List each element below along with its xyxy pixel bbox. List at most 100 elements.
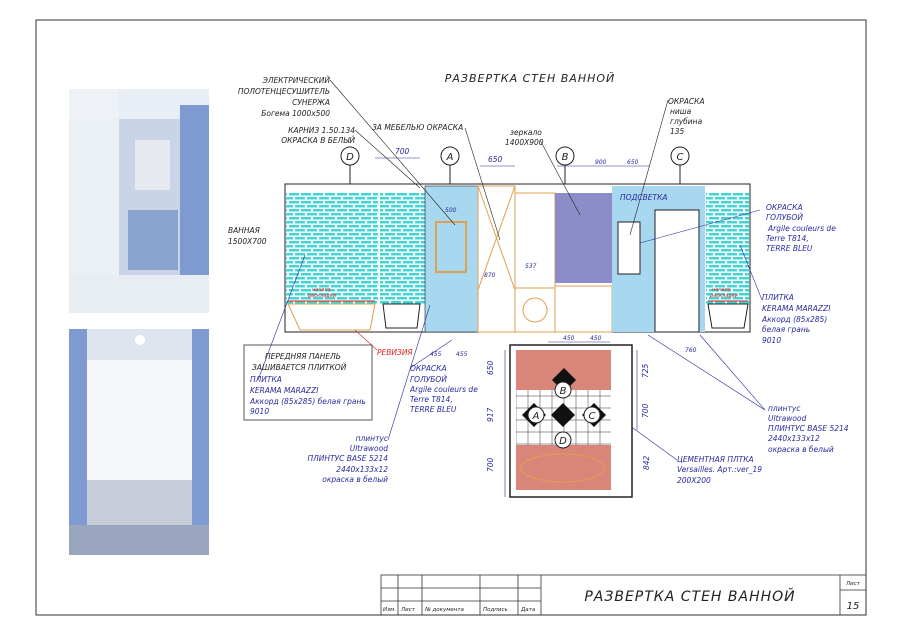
revision-note: РЕВИЗИЯ (377, 348, 413, 357)
backlight-note: ПОДСВЕТКА (620, 193, 668, 202)
note-line: Богема 1000x500 (261, 109, 330, 118)
axis-label-b: B (562, 152, 569, 163)
note-line: Argile couleurs de (409, 385, 478, 394)
note-line: ЗАШИВАЕТСЯ ПЛИТКОЙ (252, 363, 347, 372)
note-line: Ultrawood (350, 444, 389, 453)
plan-dim-917: 917 (486, 407, 495, 422)
leader-lines (329, 79, 669, 241)
note-line: СУНЕРЖА (292, 98, 330, 107)
note-line: Terre T814, (410, 395, 453, 404)
plan-dim-450b: 450 (590, 335, 602, 342)
drawing-title: РАЗВЕРТКА СТЕН ВАННОЙ (445, 72, 616, 85)
col-izm: Изм. (383, 607, 396, 613)
paint-right-note: ОКРАСКА ГОЛУБОЙ Argile couleurs de Terre… (766, 203, 836, 253)
paint-center-note: ОКРАСКА ГОЛУБОЙ Argile couleurs de Terre… (409, 364, 478, 414)
tiling-start-label: раскладки (307, 293, 337, 299)
sheet-number: 15 (847, 601, 860, 612)
note-line: Аккорд (85x285) (761, 315, 827, 324)
note-line: 9010 (762, 336, 781, 345)
col-date: Дата (520, 607, 536, 613)
plan-axis-d: D (559, 436, 567, 447)
behind-furniture-note: ЗА МЕБЕЛЬЮ ОКРАСКА (372, 123, 463, 132)
note-line: Аккорд (85x285) белая грань (249, 397, 366, 406)
tiling-start-label: начало (312, 287, 331, 293)
note-line: ОКРАСКА (410, 364, 447, 373)
dim-500: 500 (445, 207, 457, 214)
plan-axis-c: C (589, 411, 596, 422)
dim-455b: 455 (456, 351, 468, 358)
note-line: ПОЛОТЕНЦЕСУШИТЕЛЬ (238, 87, 330, 96)
note-line: глубина (670, 117, 703, 126)
note-line: ПЛИНТУС BASE 5214 (307, 454, 388, 463)
note-line: ЭЛЕКТРИЧЕСКИЙ (262, 76, 331, 85)
note-line: 135 (670, 127, 685, 136)
sheet-label: Лист (845, 581, 861, 587)
dim-870: 870 (484, 272, 496, 279)
note-line: KERAMA MARAZZI (762, 304, 831, 313)
front-panel-note: ПЕРЕДНЯЯ ПАНЕЛЬ ЗАШИВАЕТСЯ ПЛИТКОЙ ПЛИТК… (249, 352, 366, 416)
note-line: ГОЛУБОЙ (766, 213, 803, 222)
tiling-start-label: начало (712, 287, 731, 293)
note-line: окраска в белый (768, 445, 834, 454)
dim-650: 650 (488, 155, 503, 164)
plan-dim-700r: 700 (641, 403, 650, 418)
dim-537: 537 (525, 263, 537, 270)
note-line: ПЛИТКА (250, 375, 282, 384)
axis-label-a: A (446, 152, 454, 163)
note-line: КАРНИЗ 1.50.134 (288, 126, 355, 135)
note-line: ОКРАСКА В БЕЛЫЙ (281, 136, 355, 145)
note-line: TERRE BLEU (766, 244, 813, 253)
axis-label-d: D (346, 152, 354, 163)
note-line: ЦЕМЕНТНАЯ ПЛТКА (677, 455, 754, 464)
note-line: плинтус (768, 404, 801, 413)
note-line: Versailles. Арт.:ver_19 (677, 465, 762, 474)
plan-dim-725: 725 (641, 363, 650, 378)
plan-dim-450: 450 (563, 335, 575, 342)
tile-right-note: ПЛИТКА KERAMA MARAZZI Аккорд (85x285) бе… (761, 293, 831, 345)
note-line: 200X200 (677, 476, 711, 485)
note-line: Argile couleurs de (767, 224, 836, 233)
note-line: 9010 (250, 407, 269, 416)
bath-size: 1500X700 (228, 237, 267, 246)
plan-axis-a: A (532, 411, 540, 422)
dim-455: 455 (430, 351, 442, 358)
mirror-size: 1400X900 (505, 138, 544, 147)
front-panel-box (243, 344, 373, 421)
mirror-note: зеркало (510, 128, 542, 137)
plinth-left-note: плинтус Ultrawood ПЛИНТУС BASE 5214 2440… (307, 434, 388, 484)
col-sign: Подпись (483, 607, 508, 613)
dim-900: 900 (595, 159, 607, 166)
axis-markers (340, 146, 690, 184)
note-line: ПЛИНТУС BASE 5214 (768, 424, 849, 433)
dim-760: 760 (685, 347, 697, 354)
plinth-right-note: плинтус Ultrawood ПЛИНТУС BASE 5214 2440… (768, 404, 849, 454)
render-photo-2 (69, 329, 209, 555)
dim-700: 700 (395, 147, 410, 156)
col-list: Лист (400, 607, 416, 613)
note-line: ниша (670, 107, 692, 116)
title-block (380, 574, 867, 616)
note-line: белая грань (762, 325, 810, 334)
note-line: ГОЛУБОЙ (410, 375, 447, 384)
wall-elevation (284, 183, 751, 333)
note-line: KERAMA MARAZZI (250, 386, 319, 395)
note-line: TERRE BLEU (410, 405, 457, 414)
render-photo-1 (69, 89, 209, 313)
note-line: ОКРАСКА (668, 97, 705, 106)
niche-note: ОКРАСКА ниша глубина 135 (668, 97, 705, 136)
dim-650b: 650 (627, 159, 639, 166)
note-line: 2440x133x12 (336, 465, 388, 474)
cornice-note: КАРНИЗ 1.50.134 ОКРАСКА В БЕЛЫЙ (281, 126, 355, 145)
title-block-title: РАЗВЕРТКА СТЕН ВАННОЙ (584, 587, 795, 605)
note-line: 2440x133x12 (768, 434, 820, 443)
floor-plan (509, 344, 633, 498)
note-line: ПЕРЕДНЯЯ ПАНЕЛЬ (265, 352, 341, 361)
col-doc: № документа (424, 607, 465, 613)
towel-dryer-note: ЭЛЕКТРИЧЕСКИЙ ПОЛОТЕНЦЕСУШИТЕЛЬ СУНЕРЖА … (238, 76, 331, 118)
bath-note: ВАННАЯ (228, 226, 260, 235)
note-line: окраска в белый (322, 475, 388, 484)
note-line: ОКРАСКА (766, 203, 803, 212)
tiling-start-label: раскладки (709, 293, 739, 299)
plan-dim-842: 842 (642, 455, 651, 470)
